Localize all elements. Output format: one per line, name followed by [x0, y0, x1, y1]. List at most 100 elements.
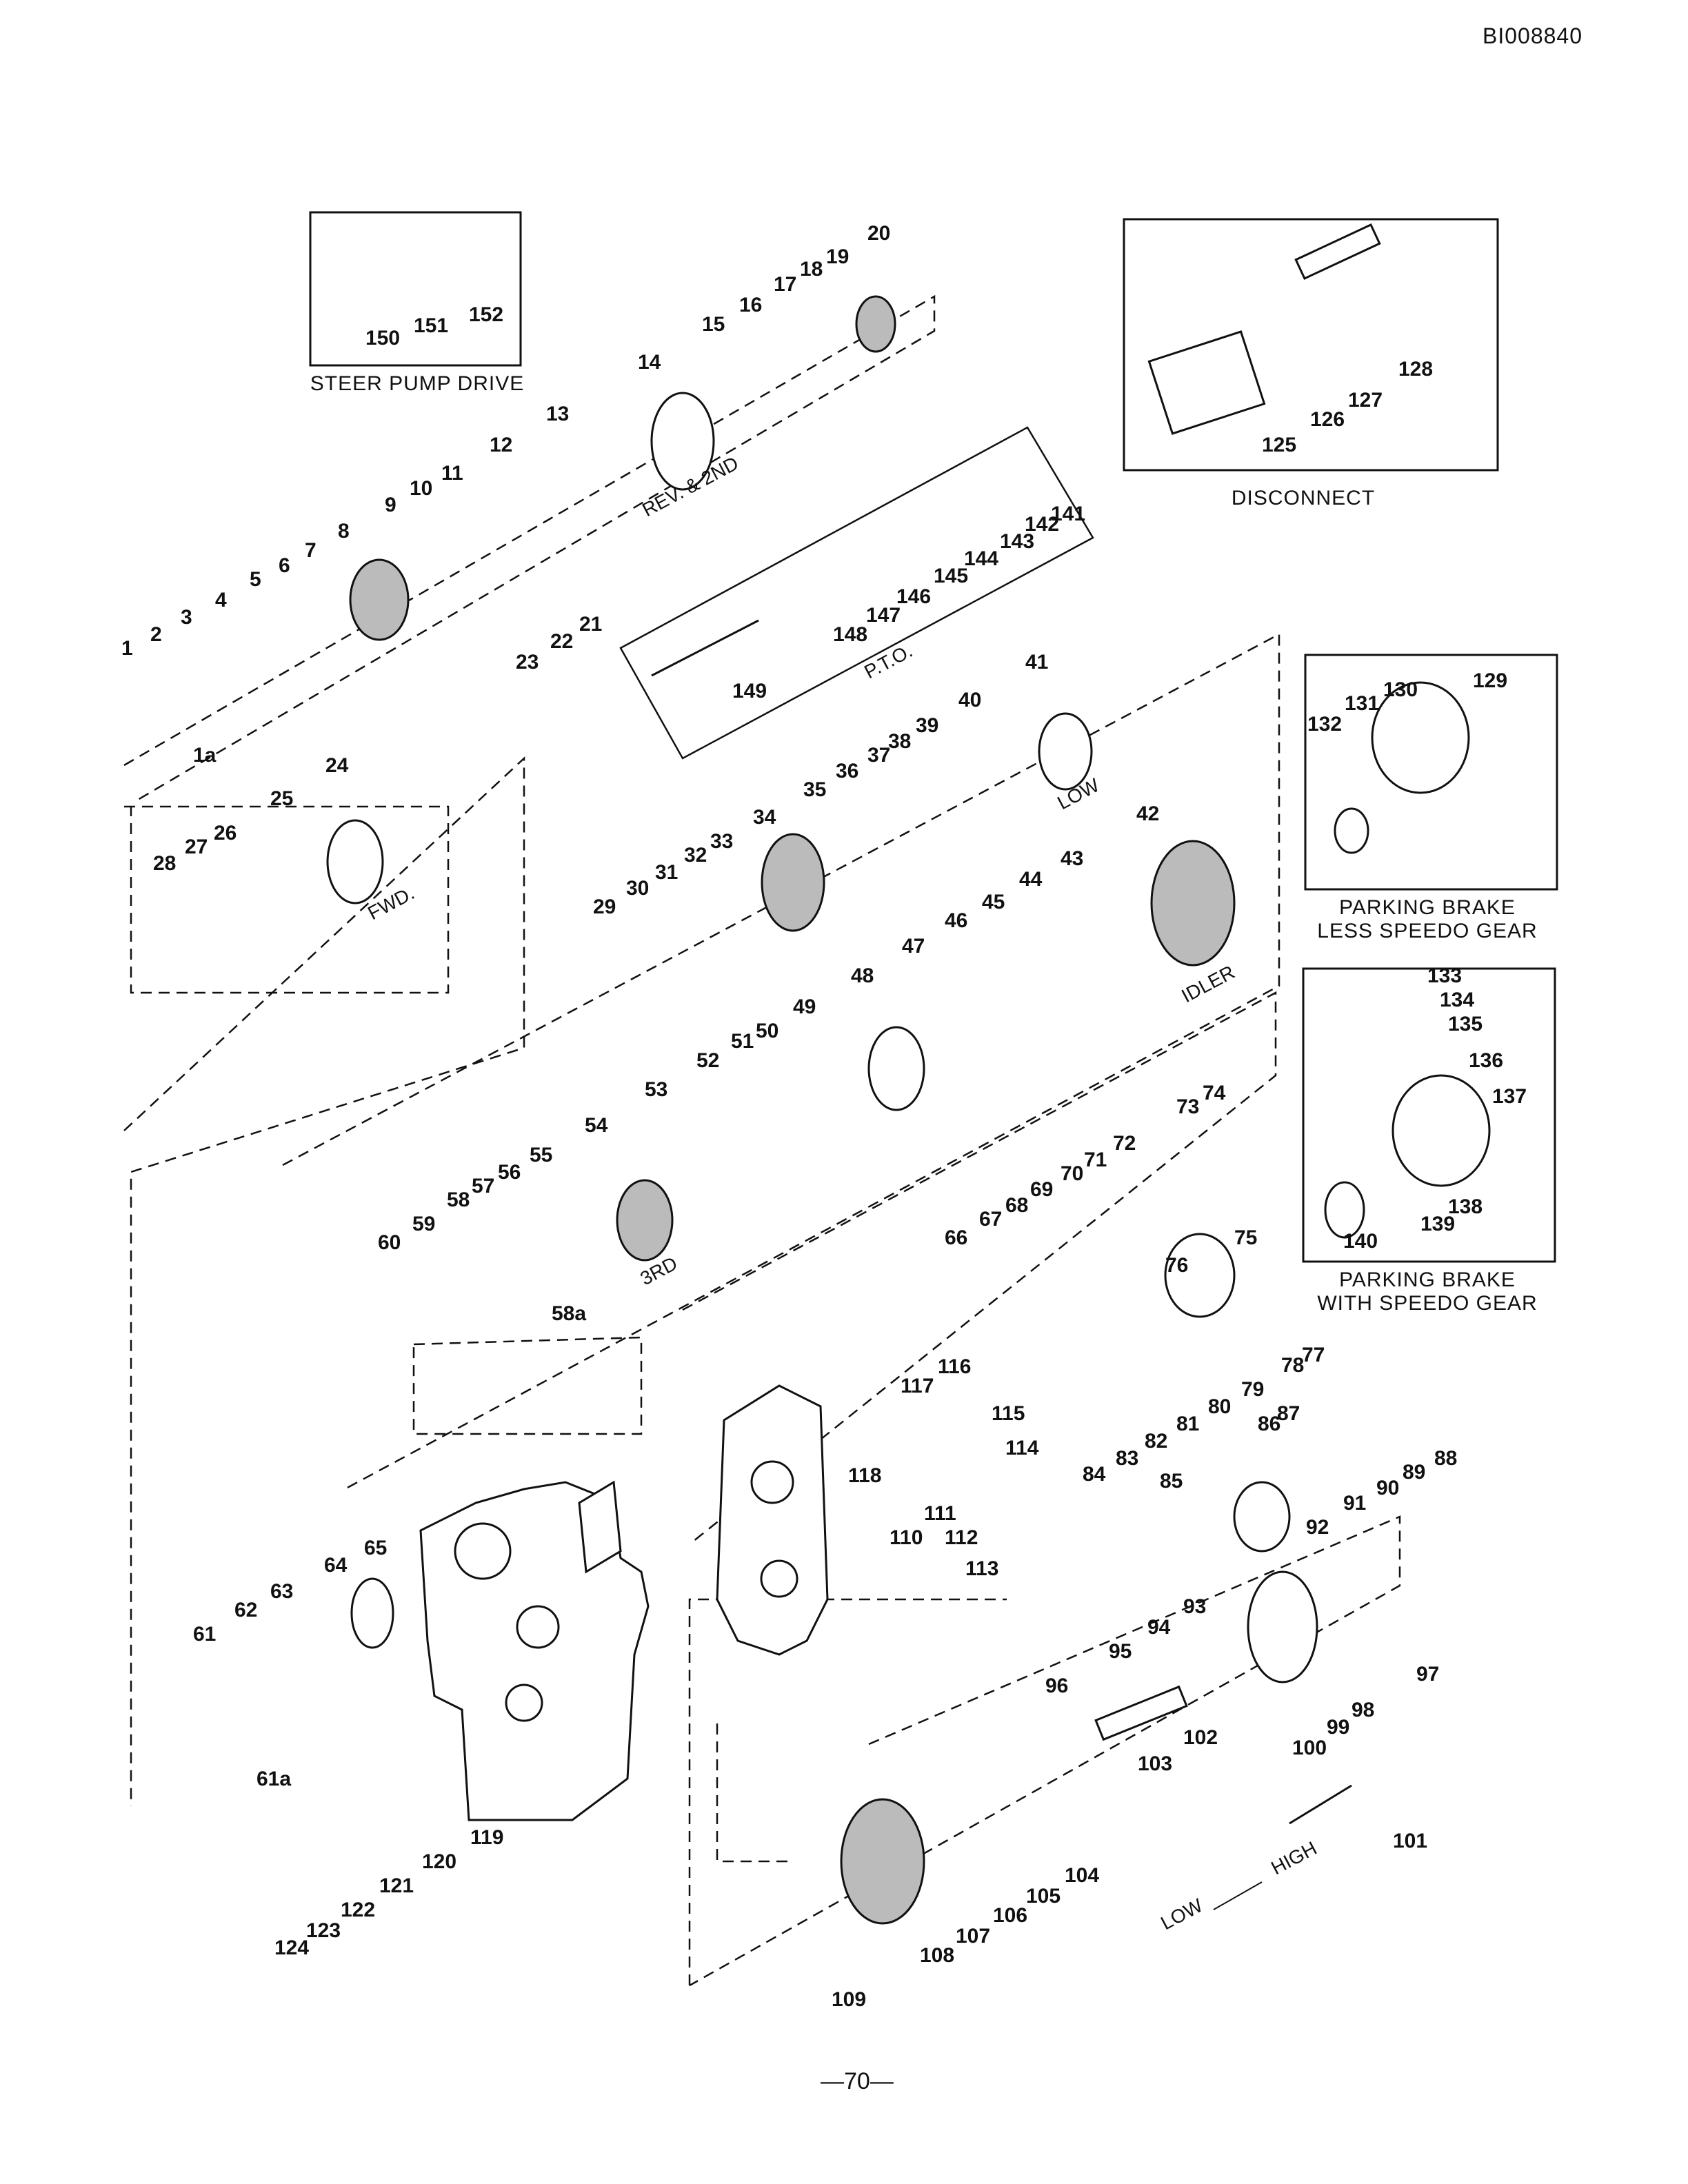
part-label-16: 16 — [739, 294, 762, 316]
part-label-61a: 61a — [257, 1768, 291, 1790]
part-label-78: 78 — [1281, 1354, 1304, 1377]
part-label-9: 9 — [385, 494, 396, 516]
part-label-24: 24 — [325, 754, 349, 777]
part-label-4: 4 — [215, 589, 227, 611]
part-label-108: 108 — [920, 1944, 954, 1967]
part-label-88: 88 — [1434, 1447, 1457, 1470]
part-label-70: 70 — [1061, 1162, 1083, 1185]
part-label-18: 18 — [800, 258, 823, 281]
part-label-110: 110 — [890, 1526, 923, 1549]
part-label-83: 83 — [1116, 1447, 1138, 1470]
part-label-40: 40 — [958, 689, 981, 711]
outline-left-cluster — [123, 756, 525, 1806]
part-label-91: 91 — [1343, 1492, 1366, 1515]
part-label-5: 5 — [250, 568, 261, 591]
part-label-27: 27 — [185, 836, 208, 858]
part-label-52: 52 — [696, 1049, 719, 1072]
part-label-29: 29 — [593, 896, 616, 918]
part-label-60: 60 — [378, 1231, 401, 1254]
part-label-39: 39 — [916, 714, 938, 737]
part-label-121: 121 — [379, 1874, 414, 1897]
part-label-43: 43 — [1061, 847, 1083, 870]
part-label-142: 142 — [1025, 513, 1059, 536]
part-label-113: 113 — [965, 1557, 998, 1580]
part-label-2: 2 — [150, 623, 162, 646]
part-labels: 11a2345678910111213141516171819202122232… — [121, 222, 1527, 2011]
part-label-105: 105 — [1026, 1885, 1061, 1908]
part-label-58: 58 — [447, 1189, 470, 1211]
shaft-101 — [1289, 1784, 1352, 1825]
part-label-67: 67 — [979, 1208, 1002, 1231]
part-label-44: 44 — [1019, 868, 1043, 891]
part-label-35: 35 — [803, 778, 826, 801]
part-label-31: 31 — [655, 861, 678, 884]
part-label-74: 74 — [1203, 1082, 1226, 1104]
part-label-33: 33 — [710, 830, 733, 853]
part-label-6: 6 — [279, 554, 290, 577]
part-label-55: 55 — [530, 1144, 552, 1166]
part-label-15: 15 — [702, 313, 725, 336]
part-label-68: 68 — [1005, 1194, 1028, 1217]
part-label-71: 71 — [1084, 1149, 1107, 1171]
part-label-3: 3 — [181, 606, 192, 629]
part-label-126: 126 — [1310, 408, 1345, 431]
part-label-92: 92 — [1306, 1516, 1329, 1539]
seal-132 — [1334, 807, 1369, 854]
part-label-94: 94 — [1147, 1616, 1171, 1639]
part-label-119: 119 — [470, 1826, 503, 1849]
part-label-23: 23 — [516, 651, 539, 674]
outline-output — [689, 1515, 1401, 1987]
gears-bearings — [326, 295, 1491, 1925]
part-label-85: 85 — [1160, 1470, 1183, 1493]
gear-20 — [855, 295, 896, 353]
part-label-124: 124 — [274, 1937, 309, 1959]
part-label-1a: 1a — [193, 744, 217, 767]
document-id: BI008840 — [1483, 23, 1583, 48]
part-label-97: 97 — [1416, 1663, 1439, 1686]
outline-output-left — [716, 1723, 793, 1863]
cover-92 — [1233, 1481, 1291, 1553]
part-label-136: 136 — [1469, 1049, 1503, 1072]
outline-output-base — [688, 1598, 1007, 1985]
group-outlines — [123, 294, 1401, 1987]
part-label-141: 141 — [1051, 503, 1085, 525]
part-label-131: 131 — [1345, 692, 1379, 715]
part-label-103: 103 — [1138, 1752, 1172, 1775]
part-label-11: 11 — [441, 462, 463, 485]
direction-arrow — [1213, 1881, 1263, 1910]
inset-frame-brake-with-speedo — [1302, 967, 1556, 1263]
brake-129 — [1371, 681, 1470, 794]
part-label-137: 137 — [1492, 1085, 1527, 1108]
part-label-73: 73 — [1176, 1095, 1199, 1118]
part-label-101: 101 — [1393, 1830, 1427, 1852]
part-label-117: 117 — [901, 1375, 934, 1397]
shafts — [651, 223, 1381, 1825]
label-low-direction: LOW — [1157, 1894, 1206, 1934]
part-label-12: 12 — [490, 434, 512, 456]
part-label-144: 144 — [964, 547, 998, 570]
inset-frame-steer-pump — [309, 211, 522, 367]
part-label-98: 98 — [1352, 1699, 1374, 1721]
part-label-87: 87 — [1277, 1402, 1300, 1425]
part-label-139: 139 — [1420, 1213, 1455, 1235]
shaft-100 — [1094, 1685, 1188, 1741]
part-label-89: 89 — [1403, 1461, 1425, 1484]
part-label-13: 13 — [546, 403, 569, 425]
part-label-106: 106 — [993, 1904, 1027, 1927]
cover-79 — [1164, 1233, 1236, 1318]
part-label-84: 84 — [1083, 1463, 1106, 1486]
part-label-30: 30 — [626, 877, 649, 900]
outline-pto — [619, 426, 1094, 760]
inset-caption-brake-with-speedo: PARKING BRAKE WITH SPEEDO GEAR — [1317, 1268, 1538, 1315]
part-label-145: 145 — [934, 565, 968, 587]
part-label-36: 36 — [836, 760, 858, 782]
part-label-86: 86 — [1258, 1413, 1280, 1435]
part-label-127: 127 — [1348, 389, 1383, 412]
outline-rev2-shaft — [123, 294, 936, 801]
part-label-46: 46 — [945, 909, 967, 932]
part-label-150: 150 — [365, 327, 400, 350]
part-label-57: 57 — [472, 1175, 494, 1197]
gear-97 — [1247, 1570, 1318, 1684]
part-label-125: 125 — [1262, 434, 1296, 456]
